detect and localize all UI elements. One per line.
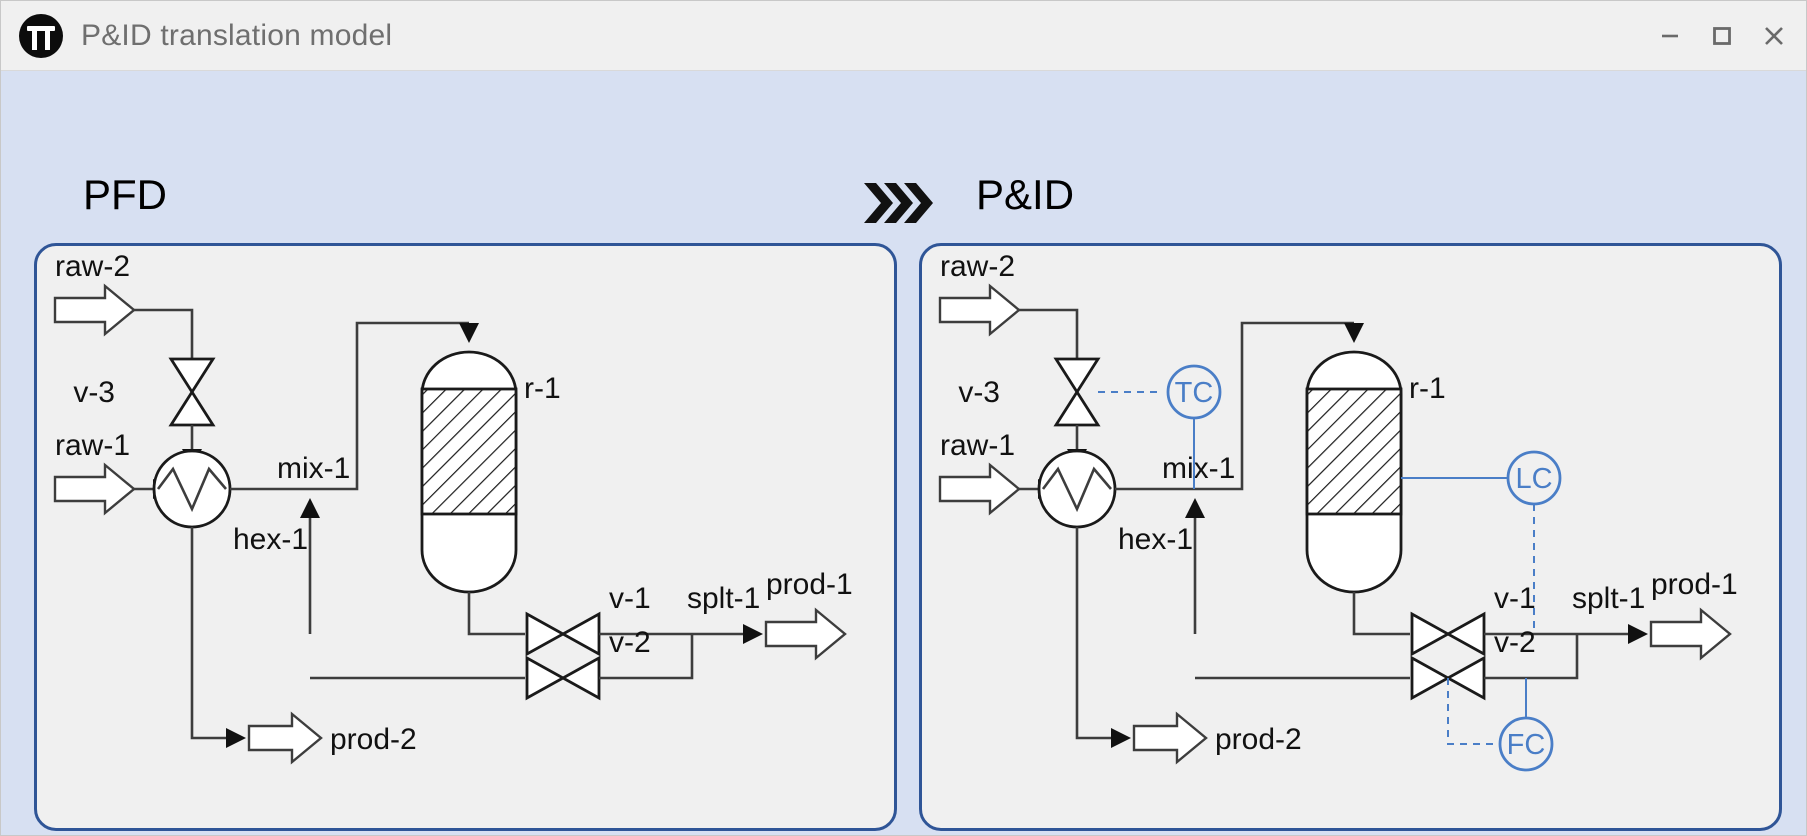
pid-label-raw-1: raw-1 xyxy=(940,429,1015,462)
pid-valve-v-1[interactable] xyxy=(1410,611,1486,657)
pid-pipe-hex1-to-r1 xyxy=(1115,321,1354,491)
pid-controller-fc-label: FC xyxy=(1507,729,1546,761)
diagram-canvas: PFD P&ID raw xyxy=(1,71,1806,835)
pid-panel[interactable]: raw-2 v-3 raw-1 xyxy=(919,243,1782,831)
pfd-stream-prod-2-outlet xyxy=(247,711,323,765)
pid-arrowhead-into-mix1 xyxy=(1185,498,1205,518)
minimize-icon xyxy=(1662,34,1678,37)
pfd-pipe-raw2-to-v3 xyxy=(134,308,194,360)
pid-stream-raw-1-inlet xyxy=(938,462,1021,516)
maximize-button[interactable] xyxy=(1696,13,1748,59)
close-icon xyxy=(1765,26,1783,45)
pid-arrowhead-prod2 xyxy=(1111,728,1131,748)
maximize-icon xyxy=(1713,26,1731,45)
pi-logo-icon xyxy=(19,13,63,58)
pfd-label-prod-1: prod-1 xyxy=(766,568,853,601)
pid-label-prod-1: prod-1 xyxy=(1651,568,1738,601)
pid-label-r-1: r-1 xyxy=(1409,372,1446,405)
pfd-label-prod-2: prod-2 xyxy=(330,723,417,756)
pid-controller-tc[interactable]: TC xyxy=(1166,364,1222,420)
pid-pipe-raw2-to-v3 xyxy=(1019,308,1079,360)
pfd-pipe-r1-to-v1 xyxy=(467,592,525,636)
pid-label-v-3: v-3 xyxy=(958,376,1000,409)
pid-label-v-2: v-2 xyxy=(1494,626,1536,659)
pid-stream-prod-1-outlet xyxy=(1649,607,1732,661)
pid-label-prod-2: prod-2 xyxy=(1215,723,1302,756)
pid-heading: P&ID xyxy=(976,171,1075,218)
pid-heat-exchanger-hex-1[interactable] xyxy=(1037,449,1117,529)
pid-pipe-hex1-to-prod2 xyxy=(1075,527,1113,740)
pid-label-mix-1: mix-1 xyxy=(1162,452,1235,485)
pfd-pipe-hex1-to-prod2 xyxy=(190,527,228,740)
pid-valve-v-3[interactable] xyxy=(1053,357,1101,427)
pfd-panel[interactable]: raw-2 v-3 raw-1 xyxy=(34,243,897,831)
close-button[interactable] xyxy=(1748,13,1800,59)
pfd-label-splt-1: splt-1 xyxy=(687,582,760,615)
pfd-arrowhead-into-mix1 xyxy=(300,498,320,518)
title-bar: P&ID translation model xyxy=(1,1,1806,71)
pid-label-splt-1: splt-1 xyxy=(1572,582,1645,615)
pfd-label-hex-1: hex-1 xyxy=(233,523,308,556)
minimize-button[interactable] xyxy=(1644,13,1696,59)
pid-controller-lc-label: LC xyxy=(1515,463,1552,495)
pfd-label-r-1: r-1 xyxy=(524,372,561,405)
pid-flowsheet: raw-2 v-3 raw-1 xyxy=(938,250,1738,772)
pfd-stream-raw-2-inlet xyxy=(53,283,136,337)
pfd-label-v-3: v-3 xyxy=(73,376,115,409)
pfd-pipe-v2-to-splt1 xyxy=(599,634,694,680)
pid-arrowhead-into-r1 xyxy=(1344,323,1364,343)
triple-chevron-right-icon xyxy=(864,183,933,223)
pfd-pipe-hex1-to-r1 xyxy=(230,321,469,491)
window-title: P&ID translation model xyxy=(81,18,393,52)
pfd-valve-v-3[interactable] xyxy=(168,357,216,427)
pfd-heading: PFD xyxy=(83,171,167,218)
pfd-stream-raw-1-inlet xyxy=(53,462,136,516)
pfd-label-v-1: v-1 xyxy=(609,582,651,615)
pfd-valve-v-1[interactable] xyxy=(525,611,601,657)
pfd-label-raw-2: raw-2 xyxy=(55,250,130,283)
pfd-label-mix-1: mix-1 xyxy=(277,452,350,485)
pfd-arrowhead-into-r1 xyxy=(459,323,479,343)
pid-pipe-r1-to-v1 xyxy=(1352,592,1410,636)
pid-controller-fc[interactable]: FC xyxy=(1498,716,1554,772)
pid-stream-prod-2-outlet xyxy=(1132,711,1208,765)
pfd-valve-v-2[interactable] xyxy=(525,655,601,701)
pid-stream-raw-2-inlet xyxy=(938,283,1021,337)
pfd-arrowhead-prod1 xyxy=(743,624,763,644)
pfd-heat-exchanger-hex-1[interactable] xyxy=(152,449,232,529)
pfd-reactor-r-1[interactable] xyxy=(420,350,518,594)
pid-pipe-v2-to-splt1 xyxy=(1484,634,1579,680)
pfd-flowsheet: raw-2 v-3 raw-1 xyxy=(53,250,853,765)
pid-label-hex-1: hex-1 xyxy=(1118,523,1193,556)
pid-reactor-r-1[interactable] xyxy=(1305,350,1403,594)
pid-label-raw-2: raw-2 xyxy=(940,250,1015,283)
pfd-stream-prod-1-outlet xyxy=(764,607,847,661)
pid-controller-tc-label: TC xyxy=(1175,377,1214,409)
pfd-label-v-2: v-2 xyxy=(609,626,651,659)
pid-controller-lc[interactable]: LC xyxy=(1506,450,1562,506)
pfd-label-raw-1: raw-1 xyxy=(55,429,130,462)
pid-signal-fc-to-v2 xyxy=(1447,678,1500,745)
pfd-arrowhead-prod2 xyxy=(226,728,246,748)
pid-arrowhead-prod1 xyxy=(1628,624,1648,644)
pid-label-v-1: v-1 xyxy=(1494,582,1536,615)
